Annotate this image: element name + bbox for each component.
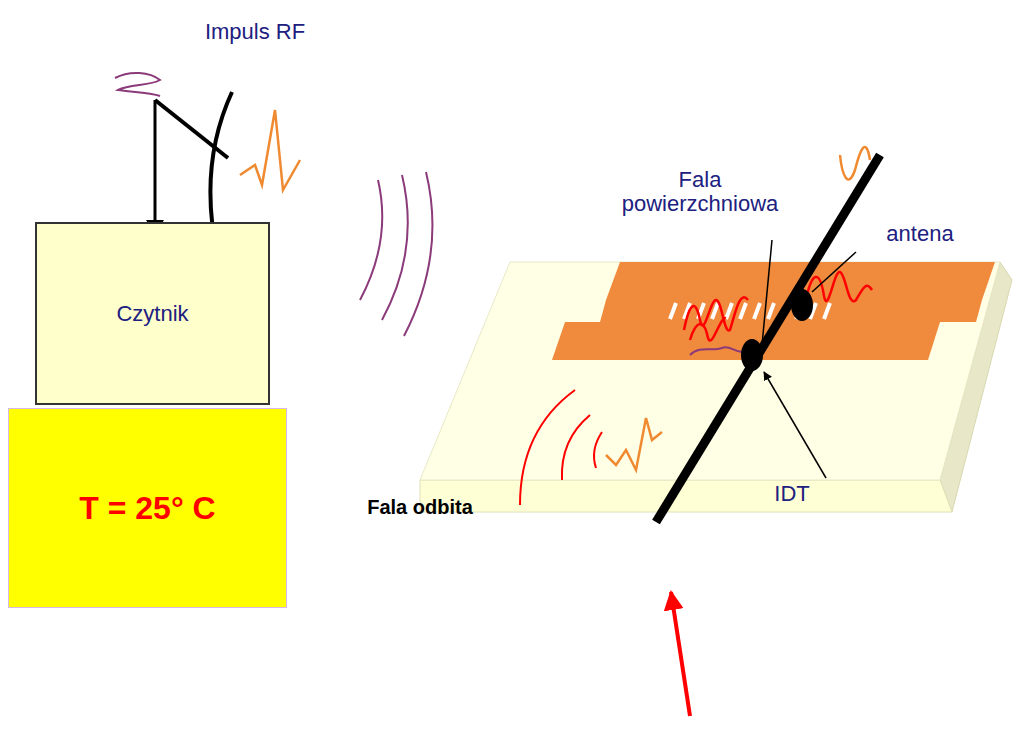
leader-lines (762, 240, 856, 478)
reflected-wave-label: Fala odbita (330, 496, 510, 518)
reader-box: Czytnik (35, 222, 270, 405)
idt-electrodes (552, 262, 995, 360)
saw-substrate (420, 262, 1012, 512)
signal-label: Impuls RF (175, 20, 335, 44)
antenna-label: antena (860, 222, 980, 246)
node-text: T = 25° C (79, 490, 215, 527)
reflected-wave (520, 390, 662, 505)
temperature-arrow (671, 592, 690, 716)
wave-label: Fala powierzchniowa (610, 168, 790, 216)
temperature-box: T = 25° C (8, 408, 287, 608)
idt-label: IDT (752, 482, 832, 506)
rf-signal (690, 347, 746, 355)
radio-waves (360, 172, 432, 336)
node-text: Czytnik (116, 301, 188, 327)
